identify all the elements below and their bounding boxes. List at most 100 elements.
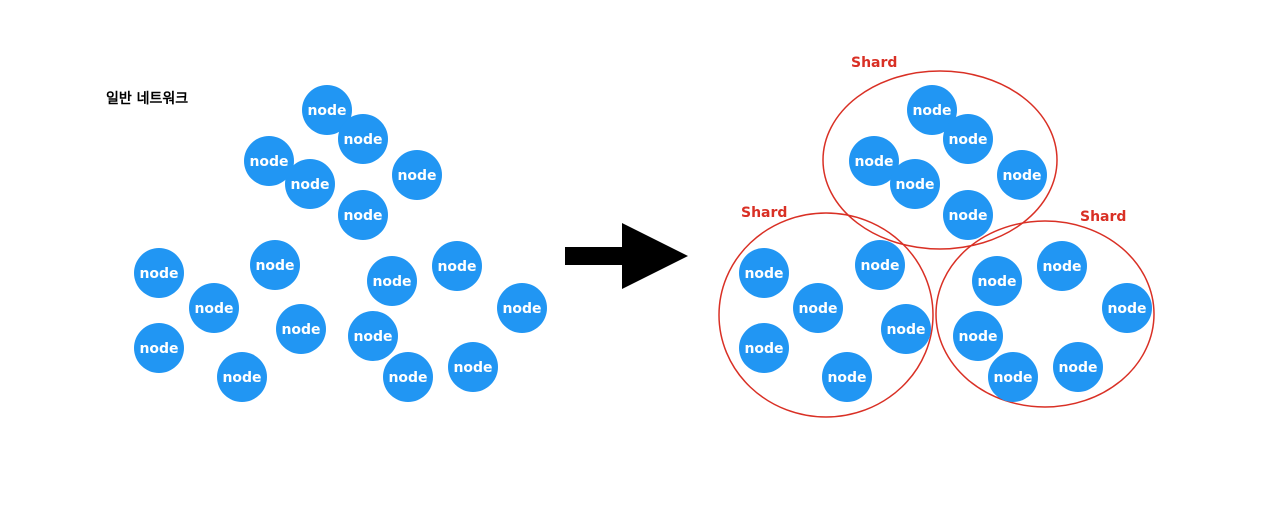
node: node [972,256,1022,306]
node-label: node [139,266,178,282]
node-circle [285,159,335,209]
node-label: node [827,370,866,386]
node-label: node [993,370,1032,386]
node-label: node [397,168,436,184]
node-label: node [249,154,288,170]
node: node [793,283,843,333]
node-circle [302,85,352,135]
node: node [739,323,789,373]
shard-ellipse-left [718,212,934,418]
node-circle [855,240,905,290]
node-label: node [1107,301,1146,317]
node: node [448,342,498,392]
node-circle [497,283,547,333]
node-circle [1037,241,1087,291]
node: node [338,114,388,164]
node-label: node [281,322,320,338]
node-circle [1102,283,1152,333]
node-label: node [343,132,382,148]
node: node [134,248,184,298]
node: node [953,311,1003,361]
transform-arrow-icon [565,223,688,289]
node: node [250,240,300,290]
node-label: node [854,154,893,170]
node-circle [1053,342,1103,392]
node-label: node [958,329,997,345]
node: node [849,136,899,186]
node-circle [972,256,1022,306]
node-circle [890,159,940,209]
node: node [890,159,940,209]
node: node [244,136,294,186]
node-circle [348,311,398,361]
node-circle [250,240,300,290]
node-label: node [860,258,899,274]
node-circle [953,311,1003,361]
node: node [1037,241,1087,291]
node-label: node [255,258,294,274]
node-label: node [353,329,392,345]
node-label: node [1042,259,1081,275]
node: node [367,256,417,306]
node-circle [134,323,184,373]
node-circle [448,342,498,392]
node-circle [338,114,388,164]
node: node [988,352,1038,402]
node-label: node [453,360,492,376]
shard-right-nodes: node node node node node node [953,241,1152,402]
node-label: node [437,259,476,275]
node: node [302,85,352,135]
node: node [285,159,335,209]
node-label: node [886,322,925,338]
shard-label-right: Shard [1080,209,1126,225]
node: node [1053,342,1103,392]
node-label: node [798,301,837,317]
node-label: node [307,103,346,119]
node: node [881,304,931,354]
node: node [997,150,1047,200]
node-circle [189,283,239,333]
node-label: node [744,341,783,357]
node: node [1102,283,1152,333]
node: node [432,241,482,291]
node: node [383,352,433,402]
node: node [943,190,993,240]
network-title: 일반 네트워크 [106,90,188,107]
node-circle [338,190,388,240]
node-circle [943,190,993,240]
node-circle [392,150,442,200]
node-label: node [1058,360,1097,376]
shard-ellipse-top [822,70,1058,250]
shard-label-left: Shard [741,205,787,221]
node: node [276,304,326,354]
shard-left-nodes: node node node node node node [739,240,931,402]
node-circle [849,136,899,186]
node: node [348,311,398,361]
node: node [497,283,547,333]
node: node [855,240,905,290]
node-label: node [977,274,1016,290]
shard-ellipse-right [935,220,1155,408]
node-label: node [895,177,934,193]
node-label: node [744,266,783,282]
node-label: node [912,103,951,119]
node: node [134,323,184,373]
node-circle [276,304,326,354]
node-circle [367,256,417,306]
node-label: node [222,370,261,386]
node-circle [988,352,1038,402]
node: node [822,352,872,402]
node: node [392,150,442,200]
node-label: node [948,132,987,148]
node-label: node [194,301,233,317]
node: node [943,114,993,164]
node-circle [217,352,267,402]
node-label: node [502,301,541,317]
node: node [217,352,267,402]
node-circle [943,114,993,164]
node-label: node [1002,168,1041,184]
node-label: node [343,208,382,224]
node-circle [793,283,843,333]
